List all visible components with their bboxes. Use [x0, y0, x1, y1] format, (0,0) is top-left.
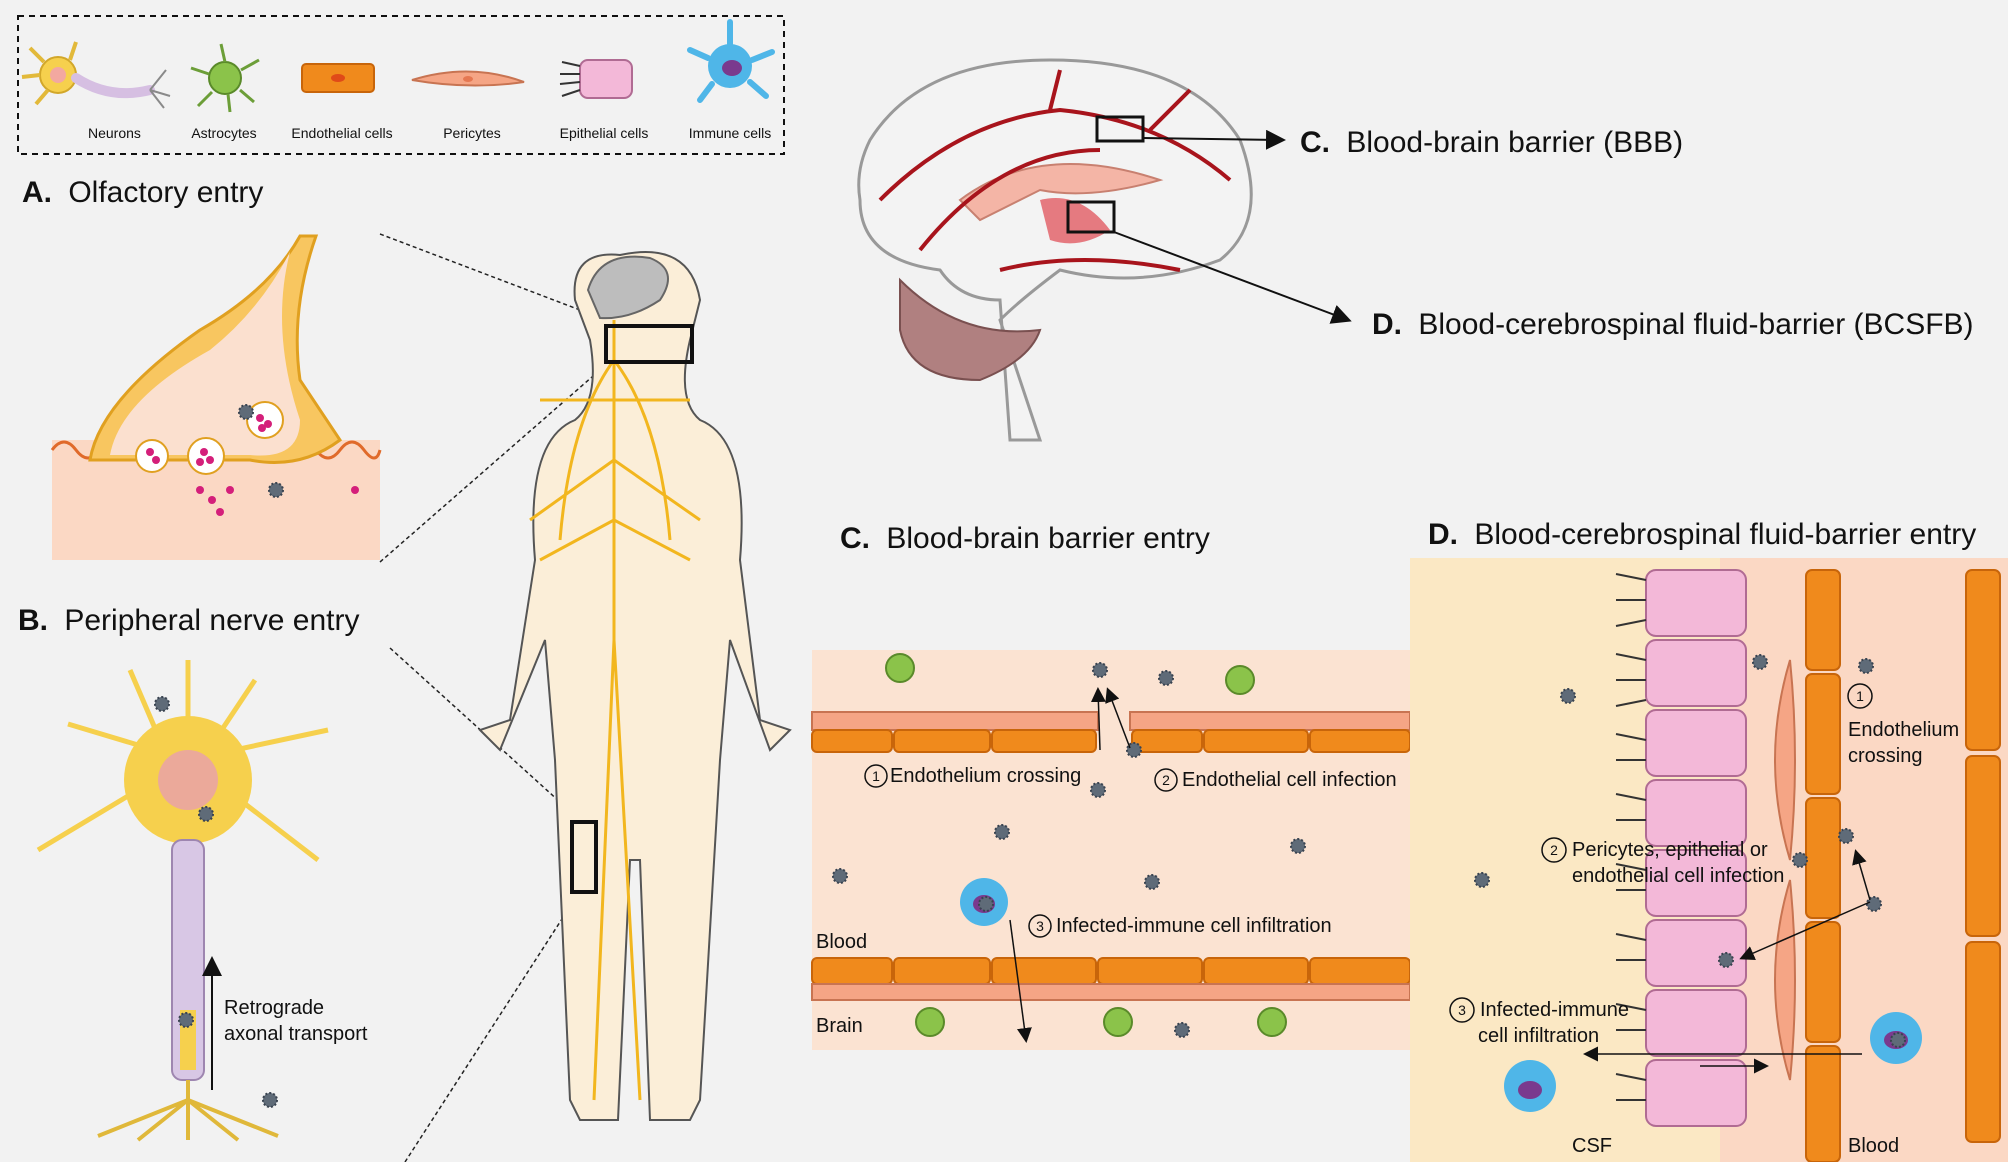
epithelial-cell-icon — [559, 59, 633, 99]
panel-d-label: Blood-cerebrospinal fluid-barrier entry — [1474, 518, 1976, 551]
neuron-icon — [21, 41, 171, 109]
panel-b-letter: B. — [18, 604, 48, 637]
pericyte-icon — [411, 70, 525, 87]
legend-frame — [17, 15, 785, 155]
legend-label-pericytes: Pericytes — [443, 125, 501, 141]
bbb-step2-label: Endothelial cell infection — [1182, 769, 1397, 791]
panel-a-title: A. Olfactory entry — [22, 176, 263, 209]
bcsfb-step2-line1: Pericytes, epithelial or — [1572, 839, 1768, 861]
bbb-top-letter: C. — [1300, 126, 1330, 159]
olfactory-illustration — [50, 233, 601, 563]
bcsfb-step2: 2 Pericytes, epithelial or endothelial c… — [1541, 837, 1784, 887]
panel-c-label: Blood-brain barrier entry — [886, 522, 1209, 555]
svg-text:D. Blood-cerebrospinal flu: D. Blood-cerebrospinal fluid-barrier (BC… — [1372, 308, 1974, 341]
astrocyte-icon — [190, 43, 260, 113]
bcsfb-step3-line2: cell infiltration — [1478, 1025, 1599, 1047]
bbb-step3: 3 Infected-immune cell infiltration — [1028, 914, 1332, 938]
panel-b-label: Peripheral nerve entry — [64, 604, 359, 637]
endothelial-cell-icon — [301, 63, 375, 93]
bcsfb-step3-num: 3 — [1458, 1002, 1466, 1018]
bbb-step1-num: 1 — [872, 768, 880, 784]
bcsfb-illustration — [1410, 558, 2008, 1162]
bcsfb-top-label: Blood-cerebrospinal fluid-barrier (BCSFB… — [1418, 308, 1973, 341]
svg-text:C. Blood-brain barrier (BB: C. Blood-brain barrier (BBB) — [1300, 126, 1683, 159]
panel-c-letter: C. — [840, 522, 870, 555]
bcsfb-step2-line2: endothelial cell infection — [1572, 865, 1784, 887]
svg-text:B. Peripheral nerve entr: B. Peripheral nerve entry — [18, 604, 360, 637]
bcsfb-top-letter: D. — [1372, 308, 1402, 341]
panel-b-title: B. Peripheral nerve entry — [18, 604, 360, 637]
legend-label-epithelial: Epithelial cells — [560, 125, 649, 141]
retrograde-label-line2: axonal transport — [224, 1023, 368, 1045]
bcsfb-step1-line1: Endothelium — [1848, 719, 1959, 741]
bbb-blood-label: Blood — [816, 931, 867, 953]
panel-a-letter: A. — [22, 176, 52, 209]
svg-text:D. Blood-cerebrospinal flu: D. Blood-cerebrospinal fluid-barrier ent… — [1428, 518, 1976, 551]
legend-label-immune: Immune cells — [689, 125, 771, 141]
bcsfb-step3: 3 Infected-immune cell infiltration — [1449, 997, 1629, 1047]
bbb-illustration — [811, 650, 1411, 1050]
bcsfb-step1-num: 1 — [1856, 688, 1864, 704]
legend-label-endothelial: Endothelial cells — [291, 125, 392, 141]
bbb-top-label: Blood-brain barrier (BBB) — [1346, 126, 1683, 159]
bcsfb-step2-num: 2 — [1550, 842, 1558, 858]
bbb-step3-label: Infected-immune cell infiltration — [1056, 915, 1332, 937]
bcsfb-csf-label: CSF — [1572, 1135, 1612, 1157]
bbb-step2-num: 2 — [1162, 772, 1170, 788]
legend-label-neurons: Neurons — [88, 125, 141, 141]
bcsfb-step3-line1: Infected-immune — [1480, 999, 1629, 1021]
bbb-brain-label: Brain — [816, 1015, 863, 1037]
neuron-illustration — [36, 647, 583, 1162]
bcsfb-step1-line2: crossing — [1848, 745, 1922, 767]
immune-cell-icon — [687, 19, 775, 103]
panel-d-letter: D. — [1428, 518, 1458, 551]
bbb-step2: 2 Endothelial cell infection — [1154, 768, 1397, 792]
bcsfb-step1: 1 Endothelium crossing — [1847, 683, 1959, 767]
brain-illustration — [857, 58, 1352, 442]
bbb-step3-num: 3 — [1036, 918, 1044, 934]
svg-text:A. Olfactory entry: A. Olfactory entry — [22, 176, 263, 209]
retrograde-label-line1: Retrograde — [224, 997, 324, 1019]
bbb-step1-label: Endothelium crossing — [890, 765, 1081, 787]
bcsfb-blood-label: Blood — [1848, 1135, 1899, 1157]
legend-label-astrocytes: Astrocytes — [191, 125, 256, 141]
legend: Neurons Astrocytes Endothelial cells Per… — [17, 15, 785, 155]
panel-a-label: Olfactory entry — [68, 176, 263, 209]
svg-text:C. Blood-brain barrier ent: C. Blood-brain barrier entry — [840, 522, 1210, 555]
bbb-step1: 1 Endothelium crossing — [864, 764, 1081, 788]
human-body-nervous-system — [478, 251, 792, 1121]
